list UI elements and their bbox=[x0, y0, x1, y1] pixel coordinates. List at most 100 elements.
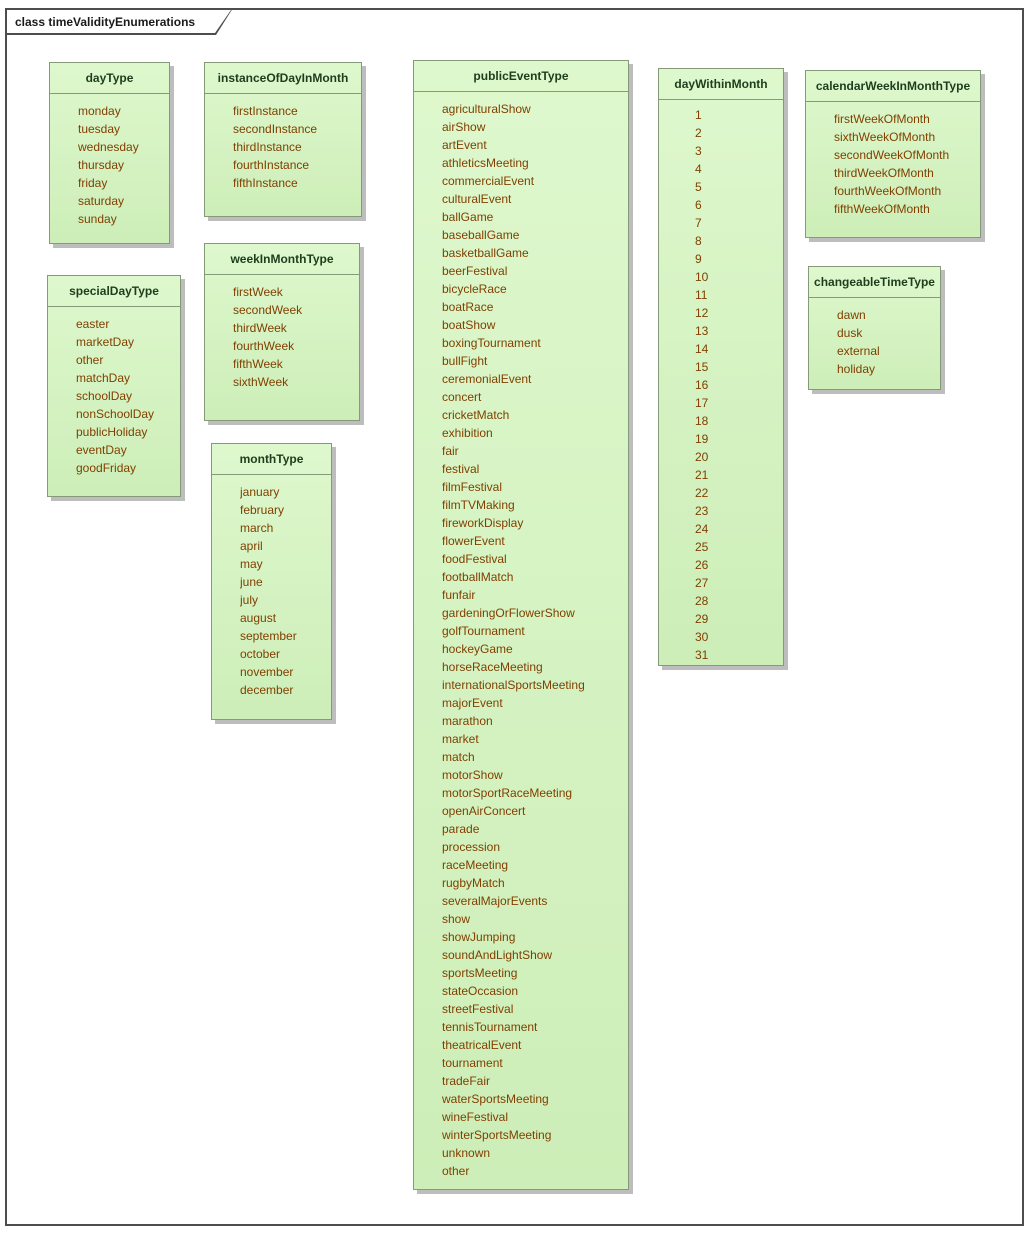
enum-item: secondInstance bbox=[233, 122, 318, 136]
enum-item: january bbox=[240, 485, 280, 499]
enum-item: market bbox=[442, 732, 479, 746]
enum-item: december bbox=[240, 683, 294, 697]
enum-item: goodFriday bbox=[76, 461, 137, 475]
enum-item: beerFestival bbox=[442, 264, 508, 278]
enum-item: fifthWeek bbox=[233, 357, 283, 371]
enum-item: march bbox=[240, 521, 274, 535]
enum-item: 29 bbox=[695, 612, 709, 626]
enum-title: specialDayType bbox=[48, 276, 180, 307]
enum-item: november bbox=[240, 665, 294, 679]
enum-item: motorShow bbox=[442, 768, 503, 782]
enum-item: september bbox=[240, 629, 297, 643]
enum-item: wednesday bbox=[78, 140, 139, 154]
enum-item: friday bbox=[78, 176, 108, 190]
enum-item: sportsMeeting bbox=[442, 966, 518, 980]
enum-item: june bbox=[240, 575, 263, 589]
enum-item: nonSchoolDay bbox=[76, 407, 155, 421]
enum-item: hockeyGame bbox=[442, 642, 513, 656]
enum-item: saturday bbox=[78, 194, 125, 208]
enum-item: monday bbox=[78, 104, 121, 118]
enum-item: sixthWeek bbox=[233, 375, 289, 389]
enum-item: 10 bbox=[695, 270, 709, 284]
enum-item: stateOccasion bbox=[442, 984, 519, 998]
enum-item: 7 bbox=[695, 216, 702, 230]
enum-item: 26 bbox=[695, 558, 709, 572]
enum-item: 25 bbox=[695, 540, 709, 554]
enum-item: filmFestival bbox=[442, 480, 503, 494]
enum-item: ceremonialEvent bbox=[442, 372, 532, 386]
enum-item: tuesday bbox=[78, 122, 121, 136]
enum-item: schoolDay bbox=[76, 389, 133, 403]
enum-item: footballMatch bbox=[442, 570, 514, 584]
diagram-frame-tab-inner: class timeValidityEnumerations bbox=[7, 10, 231, 33]
enum-item: raceMeeting bbox=[442, 858, 509, 872]
enum-item: eventDay bbox=[76, 443, 127, 457]
enum-item: soundAndLightShow bbox=[442, 948, 553, 962]
enum-item: dawn bbox=[837, 308, 866, 322]
enum-item: artEvent bbox=[442, 138, 487, 152]
enum-item: 9 bbox=[695, 252, 702, 266]
enum-item: culturalEvent bbox=[442, 192, 512, 206]
enum-item: sixthWeekOfMonth bbox=[834, 130, 936, 144]
enum-item: october bbox=[240, 647, 281, 661]
enum-item: may bbox=[240, 557, 263, 571]
enum-item: procession bbox=[442, 840, 501, 854]
enum-item: gardeningOrFlowerShow bbox=[442, 606, 575, 620]
enum-item: tennisTournament bbox=[442, 1020, 538, 1034]
enum-item: 21 bbox=[695, 468, 709, 482]
enum-item: firstWeekOfMonth bbox=[834, 112, 930, 126]
enum-item: secondWeekOfMonth bbox=[834, 148, 950, 162]
enum-item: streetFestival bbox=[442, 1002, 514, 1016]
enum-item: thirdInstance bbox=[233, 140, 302, 154]
enum-item: matchDay bbox=[76, 371, 131, 385]
enum-item: 19 bbox=[695, 432, 709, 446]
enum-item: motorSportRaceMeeting bbox=[442, 786, 573, 800]
enum-item: athleticsMeeting bbox=[442, 156, 529, 170]
diagram-frame-label: class timeValidityEnumerations bbox=[15, 14, 196, 29]
enum-title: publicEventType bbox=[414, 61, 628, 92]
enum-title: changeableTimeType bbox=[809, 267, 940, 298]
enum-item: winterSportsMeeting bbox=[442, 1128, 552, 1142]
enum-item: thursday bbox=[78, 158, 125, 172]
enum-item: boatShow bbox=[442, 318, 496, 332]
enum-item: majorEvent bbox=[442, 696, 503, 710]
enum-item: fireworkDisplay bbox=[442, 516, 524, 530]
enum-item-list: firstWeekOfMonth sixthWeekOfMonth secondWe… bbox=[806, 102, 980, 224]
enum-item: holiday bbox=[837, 362, 876, 376]
enum-item: 23 bbox=[695, 504, 709, 518]
enum-item: other bbox=[76, 353, 104, 367]
enum-item: showJumping bbox=[442, 930, 516, 944]
enum-item: airShow bbox=[442, 120, 486, 134]
enum-item: 4 bbox=[695, 162, 702, 176]
enum-item: bicycleRace bbox=[442, 282, 507, 296]
enum-item: golfTournament bbox=[442, 624, 525, 638]
enum-item: 2 bbox=[695, 126, 702, 140]
enum-item: severalMajorEvents bbox=[442, 894, 548, 908]
enum-item: 11 bbox=[695, 288, 708, 302]
enum-item: tradeFair bbox=[442, 1074, 491, 1088]
enum-item: 8 bbox=[695, 234, 702, 248]
enum-title: calendarWeekInMonthType bbox=[806, 71, 980, 102]
enum-item: festival bbox=[442, 462, 480, 476]
enum-item: july bbox=[240, 593, 259, 607]
enum-item: 17 bbox=[695, 396, 709, 410]
enum-item: 6 bbox=[695, 198, 702, 212]
enum-title: monthType bbox=[212, 444, 331, 475]
enum-item: thirdWeekOfMonth bbox=[834, 166, 934, 180]
enum-item: horseRaceMeeting bbox=[442, 660, 543, 674]
enum-item: boatRace bbox=[442, 300, 494, 314]
enum-item: 30 bbox=[695, 630, 709, 644]
enum-item: 22 bbox=[695, 486, 709, 500]
enum-item: marathon bbox=[442, 714, 493, 728]
enum-item: marketDay bbox=[76, 335, 135, 349]
enum-item: publicHoliday bbox=[76, 425, 148, 439]
